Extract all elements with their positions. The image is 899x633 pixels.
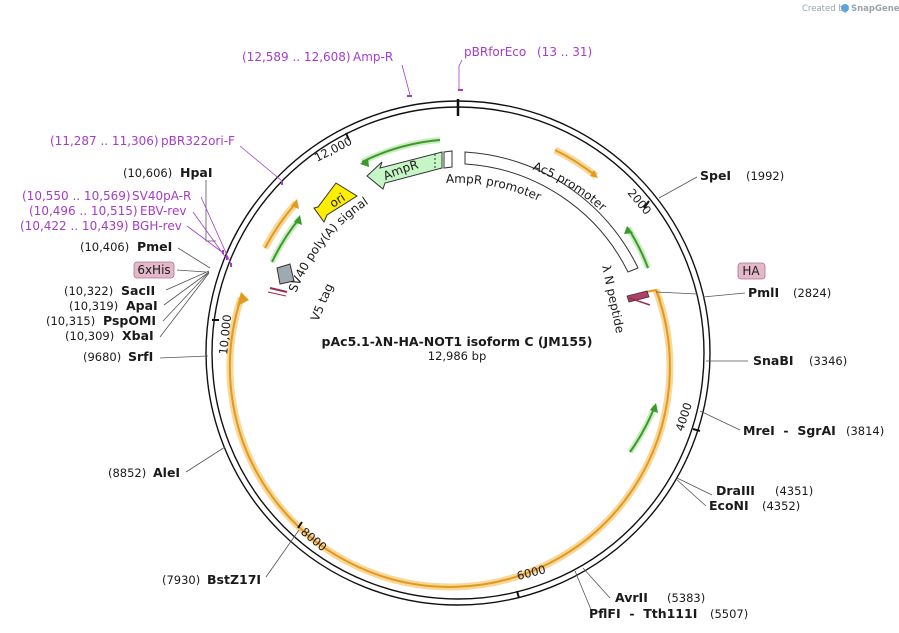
tick-4000-mark [692, 428, 701, 432]
green-arrow-right-head [624, 226, 633, 234]
primer-ebv-name: EBV-rev [140, 204, 186, 218]
primer-sv40pa-name: SV40pA-R [132, 189, 191, 203]
site-econi-name: EcoNI [709, 498, 749, 513]
site-srfi-pos: (9680) [83, 350, 121, 364]
snapgene-logo-icon [841, 4, 849, 12]
site-snabi-name: SnaBI [753, 353, 794, 368]
site-econi-pos: (4352) [762, 499, 800, 513]
site-hpai-pos: (10,606) [123, 166, 172, 180]
site-snabi-pos: (3346) [809, 354, 847, 368]
site-pmli-name: PmlI [748, 285, 779, 300]
primer-marks [222, 89, 463, 267]
primer-pbrforeco-name: pBRforEco [464, 45, 526, 59]
site-avrii-pos: (5383) [667, 591, 705, 605]
site-bstz17i-pos: (7930) [162, 573, 200, 587]
site-pmei-pos: (10,406) [80, 240, 129, 254]
site-pmei-name: PmeI [137, 239, 172, 254]
tick-6000: 6000 [515, 562, 547, 583]
site-sacii-pos: (10,322) [64, 284, 113, 298]
site-draiii-pos: (4351) [775, 484, 813, 498]
site-pspomi-name: PspOMI [103, 313, 156, 328]
site-hpai-name: HpaI [180, 165, 213, 180]
site-srfi-name: SrfI [128, 349, 153, 364]
v5-tag-mark [269, 287, 288, 293]
leader-lines-right [574, 176, 748, 613]
sv40-polya-box [276, 263, 295, 285]
ac5-promoter-label: Ac5 promoter [531, 159, 609, 214]
primer-pbrforeco-range: (13 .. 31) [537, 45, 592, 59]
site-apai-pos: (10,319) [69, 299, 118, 313]
green-arrow-left-head [294, 215, 302, 225]
site-draiii-name: DraIII [716, 483, 755, 498]
primer-bgh-name: BGH-rev [132, 219, 182, 233]
orf-start-mark [645, 288, 661, 301]
tick-12000-mark [345, 132, 350, 141]
site-pmli-pos: (2824) [793, 286, 831, 300]
site-bstz17i-name: BstZ17I [207, 572, 261, 587]
tag-6xhis-box [133, 261, 175, 279]
primer-sv40pa-range: (10,550 .. 10,569) [22, 189, 131, 203]
orf-small-left-arrowhead [291, 199, 299, 209]
green-arrow-top-head [360, 158, 369, 167]
orf-main [228, 289, 671, 588]
primer-ampr-range: (12,589 .. 12,608) [242, 50, 351, 64]
site-sacii-name: SacII [121, 283, 155, 298]
tick-2000-mark [643, 200, 650, 209]
primer-pbr322ori-name: pBR322ori-F [161, 134, 235, 148]
v5-tag-label: V5 tag [308, 281, 336, 323]
site-alei-name: AleI [153, 465, 180, 480]
orf-arrowhead [237, 292, 249, 306]
site-mrei-sgrai-pos: (3814) [846, 424, 884, 438]
snapgene-credit: Created by SnapGene [802, 4, 899, 14]
site-avrii-name: AvrII [615, 590, 648, 605]
ac5-promoter-feature [464, 151, 639, 273]
site-pflfi-tth111i-name: PflFI - Tth111I [589, 606, 697, 621]
site-apai-name: ApaI [126, 298, 158, 313]
ori-feature [313, 182, 358, 224]
tick-12000: 12,000 [312, 134, 354, 165]
green-arrow-lower-head [650, 403, 658, 413]
primer-bgh-range: (10,422 .. 10,439) [20, 219, 129, 233]
leader-lines-left [159, 180, 698, 578]
site-xbai-pos: (10,309) [65, 329, 114, 343]
credit-text: Created by [802, 4, 849, 14]
site-pspomi-pos: (10,315) [46, 314, 95, 328]
v5-tag-mark-2 [267, 291, 287, 297]
tag-6xhis-label: 6xHis [137, 263, 170, 277]
primer-ebv-range: (10,496 .. 10,515) [29, 204, 138, 218]
tick-10000: 10,000 [216, 314, 234, 355]
site-mrei-sgrai-name: MreI - SgrAI [743, 423, 836, 438]
plasmid-name: pAc5.1-λN-HA-NOT1 isoform C (JM155) [322, 334, 593, 349]
tag-ha-box [737, 262, 766, 280]
tick-6000-mark [516, 590, 520, 599]
primer-pbr322ori-range: (11,287 .. 11,306) [50, 134, 159, 148]
primer-ampr-name: Amp-R [353, 50, 393, 64]
primer-leader-lines [186, 59, 463, 265]
site-spei-name: SpeI [700, 168, 731, 183]
site-pflfi-tth111i-pos: (5507) [710, 607, 748, 621]
lambda-n-label: λ N peptide [599, 264, 627, 335]
ampr-feature [366, 151, 443, 190]
site-alei-pos: (8852) [108, 466, 146, 480]
lambda-n-mark-2 [628, 297, 651, 306]
tag-ha-label: HA [742, 264, 760, 278]
orf-small-top-arrowhead [590, 170, 598, 178]
credit-brand: SnapGene [851, 4, 899, 14]
tick-8000-mark [297, 521, 303, 529]
ampr-promoter-stub [443, 150, 453, 169]
site-xbai-name: XbaI [122, 328, 154, 343]
plasmid-length: 12,986 bp [428, 349, 487, 363]
site-spei-pos: (1992) [746, 169, 784, 183]
